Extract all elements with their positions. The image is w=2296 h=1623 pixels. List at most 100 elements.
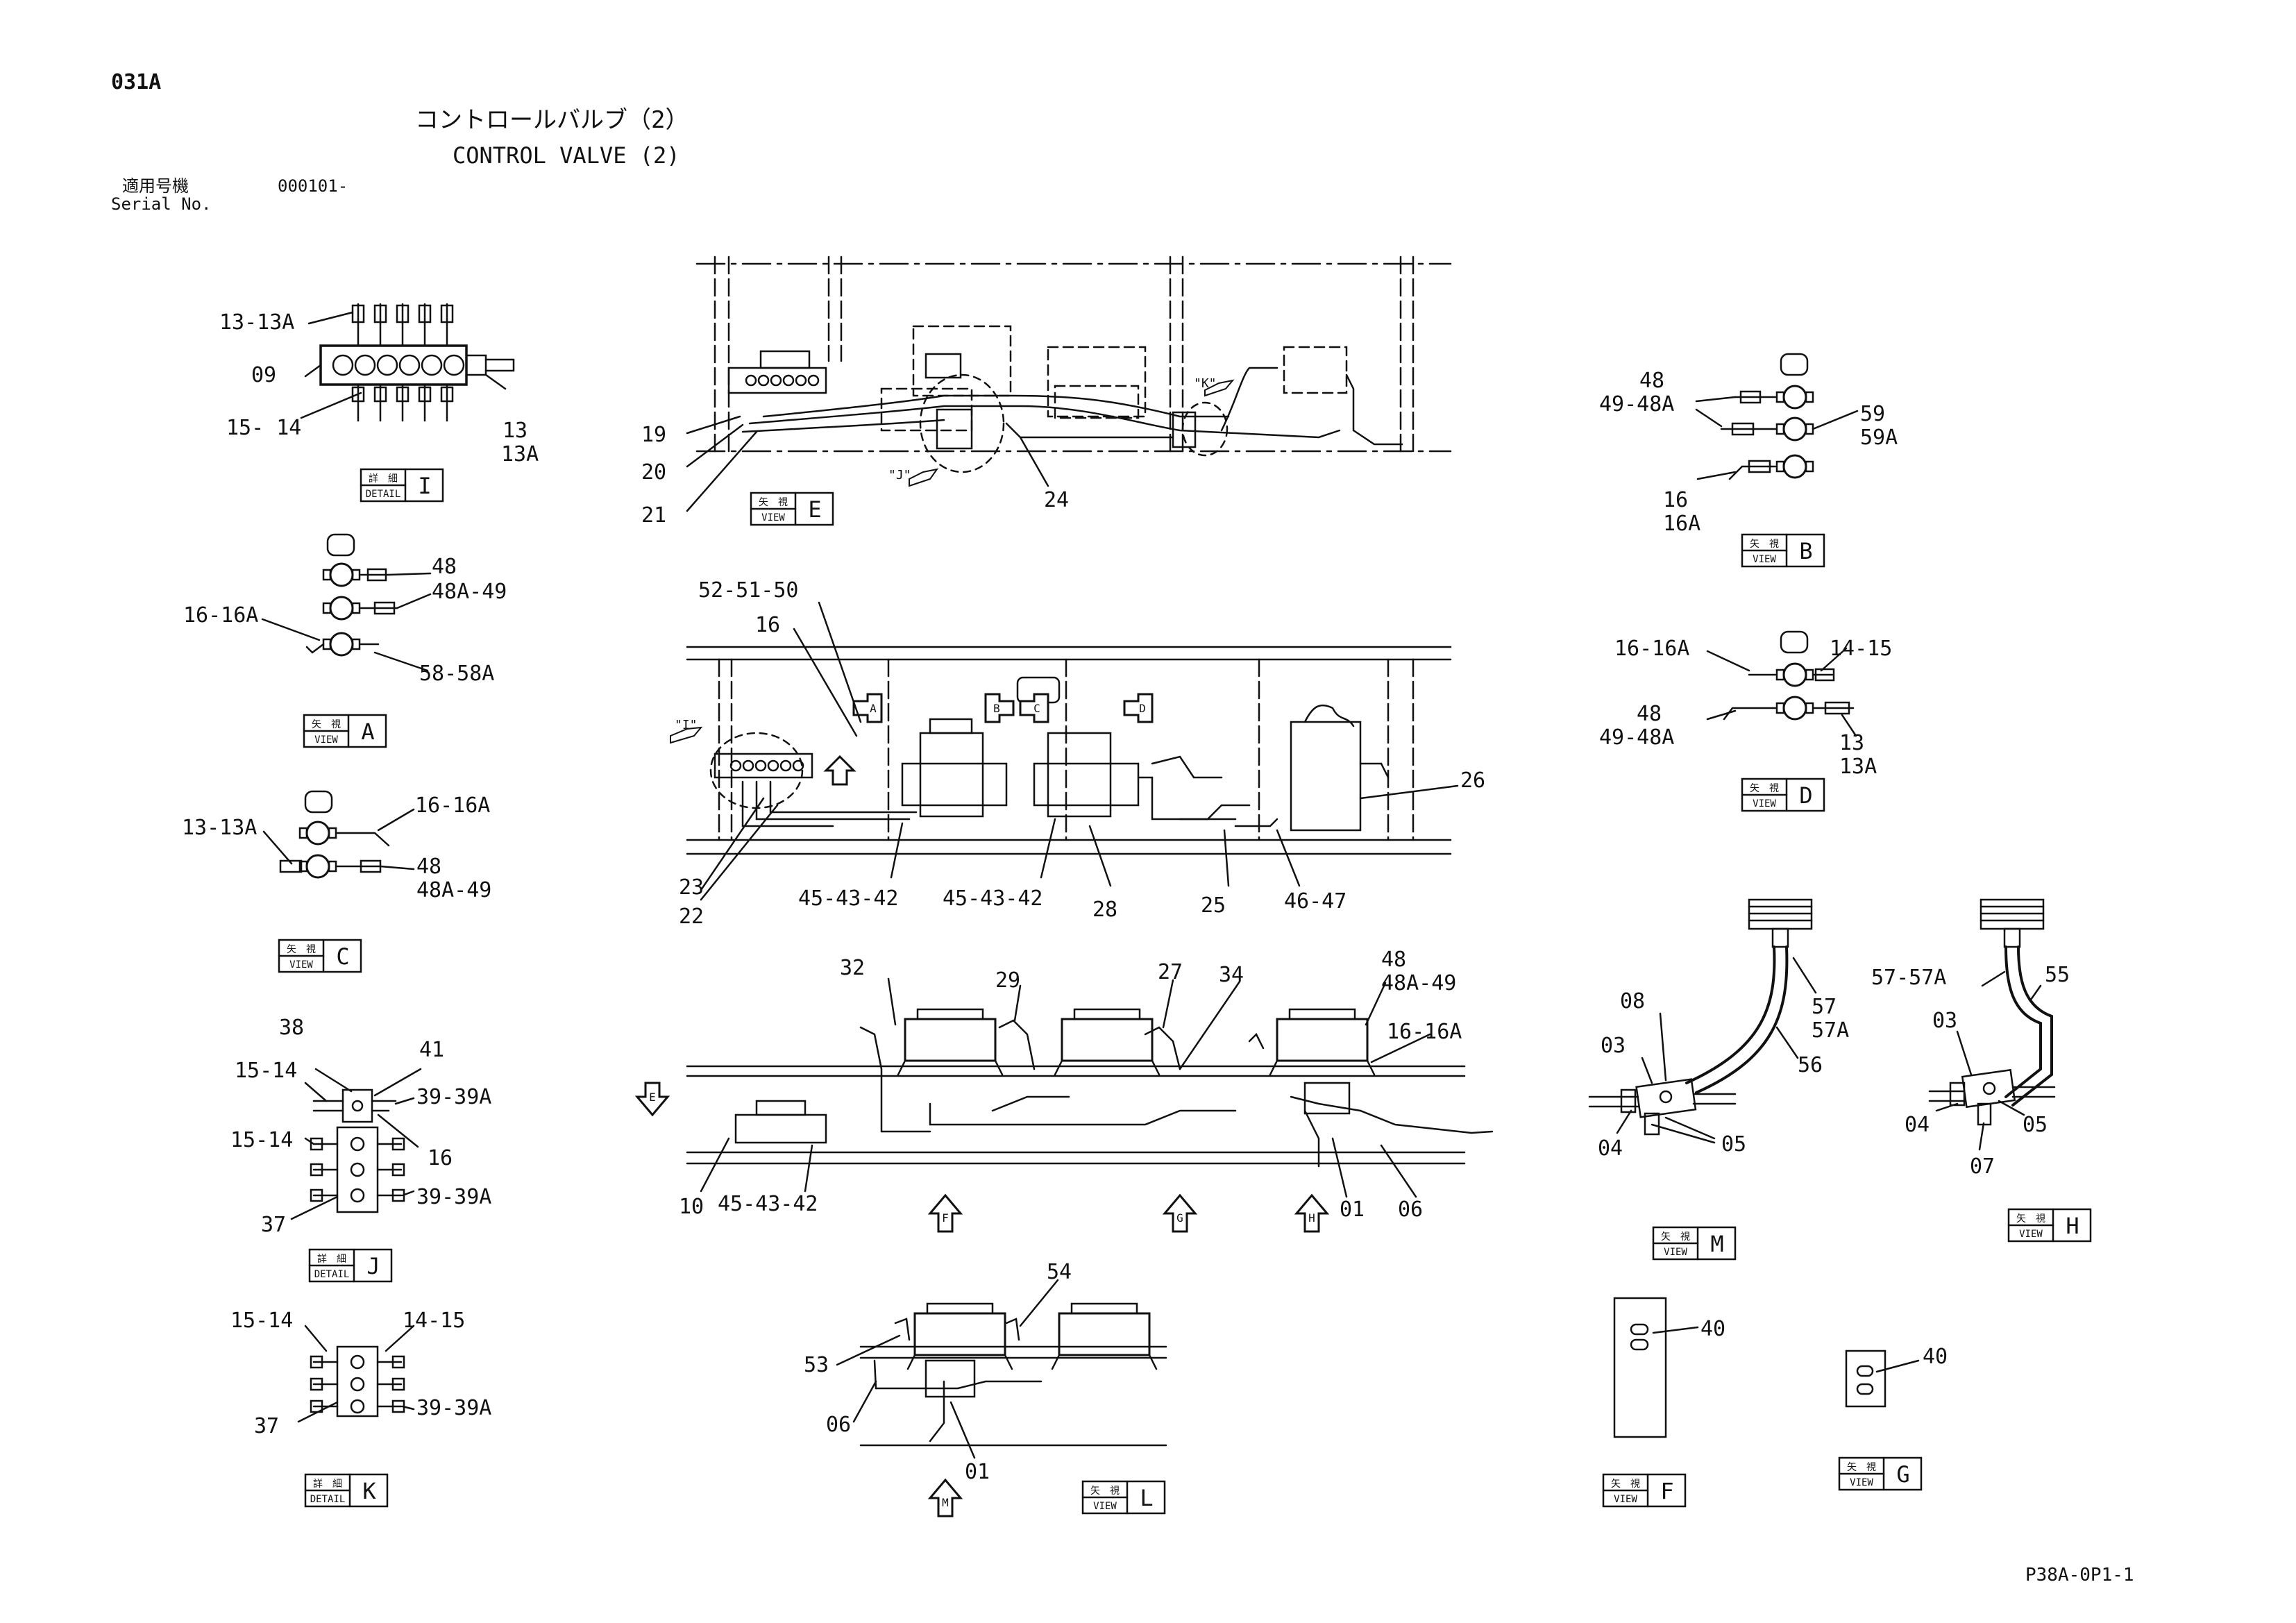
- box-h-view-jp: 矢 視: [2016, 1213, 2045, 1225]
- callout-01: 01: [1340, 1197, 1365, 1222]
- arrow-b-letter: B: [993, 702, 1000, 715]
- view-e-plan: [686, 255, 1452, 512]
- callout-41: 41: [419, 1038, 444, 1062]
- box-d-letter: D: [1799, 782, 1812, 809]
- callout-16: 16: [755, 613, 780, 637]
- middle-frame-view: [670, 601, 1459, 901]
- box-i-letter: I: [418, 473, 431, 499]
- callout-49-48a: 49-48A: [1599, 725, 1674, 750]
- serial-number-value: 000101-: [278, 176, 348, 196]
- callout-53: 53: [804, 1353, 829, 1377]
- callout-13a: 13A: [501, 442, 539, 466]
- callout-13a: 13A: [1839, 755, 1877, 779]
- callout-45-43-42: 45-43-42: [943, 886, 1043, 911]
- box-l-view-en: VIEW: [1093, 1501, 1117, 1512]
- callout-21: 21: [641, 503, 666, 528]
- callout-48: 48: [432, 555, 457, 579]
- callout-39-39a: 39-39A: [416, 1396, 491, 1420]
- serial-label-english: Serial No.: [111, 194, 212, 214]
- box-e-view-jp: 矢 視: [759, 497, 788, 508]
- callout-16a: 16A: [1663, 512, 1700, 536]
- box-e-letter: E: [808, 496, 821, 523]
- view-h-assembly: [1928, 898, 2056, 1151]
- box-k-detail-jp: 詳 細: [313, 1479, 342, 1490]
- callout-39-39a: 39-39A: [416, 1185, 491, 1209]
- arrow-c-letter: C: [1033, 702, 1040, 715]
- callout-37: 37: [261, 1213, 286, 1237]
- callout-57a: 57A: [1812, 1018, 1849, 1043]
- callout-14-15: 14-15: [403, 1309, 465, 1333]
- title-english: CONTROL VALVE (2): [453, 142, 680, 169]
- box-e-view-en: VIEW: [761, 512, 785, 523]
- callout-13: 13: [503, 419, 527, 443]
- arrow-d-letter: D: [1139, 702, 1146, 715]
- box-b-view-en: VIEW: [1753, 554, 1776, 565]
- callout-48a-49: 48A-49: [1381, 971, 1456, 995]
- box-f-letter: F: [1660, 1478, 1673, 1504]
- view-l: [836, 1279, 1167, 1517]
- callout-09: 09: [251, 363, 276, 387]
- box-a-view-en: VIEW: [314, 734, 338, 746]
- callout-13: 13: [1839, 731, 1864, 755]
- box-i-detail-en: DETAIL: [366, 489, 401, 500]
- box-h-letter: H: [2066, 1213, 2079, 1239]
- callout-08: 08: [1620, 989, 1645, 1014]
- title-japanese: コントロールバルブ（2）: [415, 106, 689, 134]
- arrow-a-letter: A: [870, 702, 877, 715]
- box-l-letter: L: [1140, 1485, 1153, 1511]
- box-m-view-jp: 矢 視: [1661, 1231, 1690, 1243]
- callout-48: 48: [1639, 369, 1664, 393]
- view-c-fittings: [262, 790, 415, 879]
- callout-05: 05: [1721, 1132, 1746, 1157]
- callout-04: 04: [1905, 1113, 1930, 1137]
- callout-34: 34: [1219, 963, 1244, 987]
- callout-16: 16: [1663, 488, 1688, 512]
- box-d-view-jp: 矢 視: [1750, 783, 1779, 794]
- callout-57: 57: [1812, 995, 1837, 1019]
- callout-16-16a: 16-16A: [1614, 637, 1689, 661]
- ref-k-label: "K": [1194, 376, 1217, 391]
- ref-j-label: "J": [888, 468, 911, 482]
- ref-i-label: "I": [675, 718, 698, 732]
- callout-59a: 59A: [1860, 426, 1898, 450]
- page-code: P38A-0P1-1: [2025, 1565, 2134, 1586]
- callout-25: 25: [1201, 893, 1226, 918]
- box-c-view-en: VIEW: [289, 959, 313, 970]
- callout-23: 23: [679, 875, 704, 900]
- callout-10: 10: [679, 1195, 704, 1219]
- box-j-detail-en: DETAIL: [314, 1269, 350, 1280]
- callout-27: 27: [1158, 960, 1183, 984]
- arrow-f-letter: F: [942, 1211, 949, 1225]
- view-b-fittings: [1695, 353, 1859, 480]
- callout-48: 48: [1637, 702, 1662, 726]
- view-m-assembly: [1588, 898, 1817, 1144]
- arrow-g-letter: G: [1176, 1211, 1183, 1225]
- view-d-fittings: [1706, 630, 1857, 737]
- callout-06: 06: [826, 1413, 851, 1437]
- callout-15-14: 15-14: [235, 1059, 297, 1083]
- box-a-view-jp: 矢 視: [312, 719, 341, 730]
- box-g-letter: G: [1896, 1461, 1909, 1488]
- callout-40: 40: [1700, 1317, 1725, 1341]
- box-c-letter: C: [336, 943, 349, 970]
- callout-40: 40: [1923, 1345, 1948, 1369]
- callout-03: 03: [1601, 1034, 1626, 1058]
- view-g-plate: [1845, 1349, 1920, 1408]
- box-d-view-en: VIEW: [1753, 798, 1776, 809]
- callout-13-13a: 13-13A: [219, 310, 294, 335]
- callout-26: 26: [1460, 768, 1485, 793]
- box-m-view-en: VIEW: [1664, 1247, 1687, 1258]
- callout-15-14: 15-14: [230, 1309, 293, 1333]
- callout-38: 38: [279, 1016, 304, 1040]
- callout-55: 55: [2045, 963, 2070, 987]
- callout-45-43-42: 45-43-42: [798, 886, 899, 911]
- callout-16-16a: 16-16A: [415, 793, 490, 818]
- detail-k-block: [297, 1325, 415, 1423]
- callout-15-14: 15- 14: [226, 416, 301, 440]
- callout-49-48a: 49-48A: [1599, 392, 1674, 417]
- callout-45-43-42: 45-43-42: [718, 1192, 818, 1216]
- callout-03: 03: [1932, 1009, 1957, 1033]
- callout-57-57a: 57-57A: [1871, 966, 1946, 990]
- callout-16-16a: 16-16A: [1387, 1020, 1462, 1044]
- box-j-letter: J: [366, 1253, 380, 1279]
